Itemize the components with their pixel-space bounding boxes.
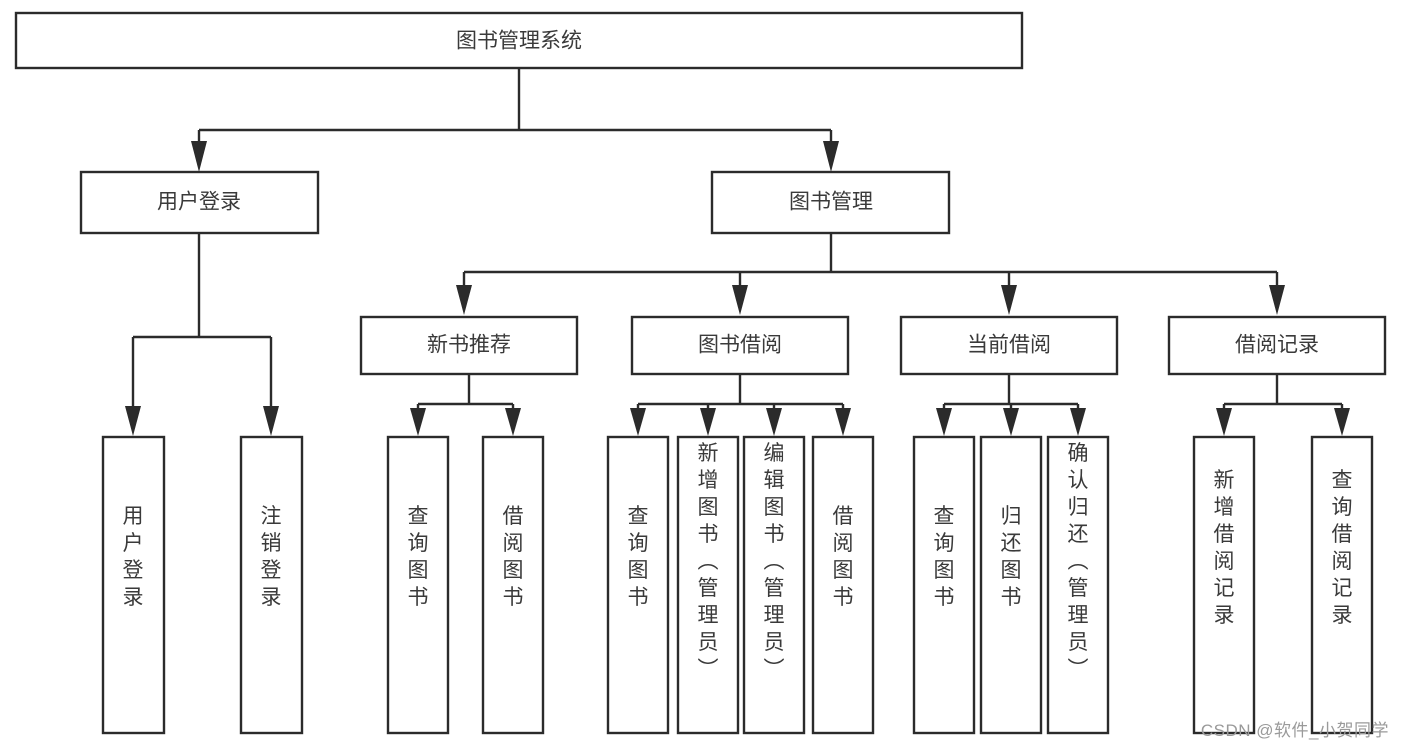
node-new-book-rec-label: 新书推荐: [427, 334, 511, 357]
node-user-login-box[interactable]: [79, 170, 320, 235]
leaf-query-book-a[interactable]: 查询图书: [386, 435, 450, 735]
arrowhead-book-mgmt: [823, 141, 839, 172]
node-book-borrow-box[interactable]: [630, 315, 850, 376]
leaf-borrow-book-a[interactable]: 借阅图书: [481, 435, 545, 735]
leaf-add-book-admin-box[interactable]: [676, 435, 740, 735]
arrowhead-leaf-borrow-book-b: [835, 408, 851, 436]
leaf-confirm-return-admin-box[interactable]: [1046, 435, 1110, 735]
arrowhead-leaf-query-record: [1334, 408, 1350, 436]
arrowhead-leaf-query-book-b: [630, 408, 646, 436]
leaf-user-login-box[interactable]: [101, 435, 166, 735]
arrowhead-leaf-borrow-book-a: [505, 408, 521, 436]
leaf-query-book-b-box[interactable]: [606, 435, 670, 735]
leaf-query-record[interactable]: 查询借阅记录: [1310, 435, 1374, 735]
arrowhead-leaf-add-record: [1216, 408, 1232, 436]
leaf-borrow-book-b[interactable]: 借阅图书: [811, 435, 875, 735]
leaf-edit-book-admin-box[interactable]: [742, 435, 806, 735]
leaf-query-book-c-box[interactable]: [912, 435, 976, 735]
node-borrow-record-label: 借阅记录: [1235, 334, 1319, 357]
arrowhead-new-book-rec: [456, 285, 472, 315]
node-current-borrow-box[interactable]: [899, 315, 1119, 376]
leaf-logout-label: 注销登录: [261, 505, 282, 609]
arrowhead-user-login: [191, 141, 207, 172]
leaf-edit-book-admin[interactable]: 编辑图书︵管理员︶: [742, 435, 806, 735]
leaf-add-record-box[interactable]: [1192, 435, 1256, 735]
leaf-query-book-b-label: 查询图书: [628, 505, 649, 609]
leaf-logout-box[interactable]: [239, 435, 304, 735]
node-user-login-label: 用户登录: [157, 191, 241, 214]
node-current-borrow[interactable]: 当前借阅: [899, 315, 1119, 376]
arrowhead-leaf-user-login: [125, 406, 141, 436]
leaf-borrow-book-b-box[interactable]: [811, 435, 875, 735]
arrowhead-book-borrow: [732, 285, 748, 315]
node-root-label: 图书管理系统: [456, 30, 582, 53]
csdn-watermark: CSDN @软件_小贺同学: [1200, 721, 1389, 740]
arrowhead-leaf-return-book: [1003, 408, 1019, 436]
node-borrow-record[interactable]: 借阅记录: [1167, 315, 1387, 376]
leaf-confirm-return-admin-label: 确认归还︵管理员︶: [1068, 442, 1089, 681]
leaf-logout[interactable]: 注销登录: [239, 435, 304, 735]
node-root-box[interactable]: [14, 11, 1024, 70]
arrowhead-leaf-confirm-return: [1070, 408, 1086, 436]
leaf-add-book-admin[interactable]: 新增图书︵管理员︶: [676, 435, 740, 735]
arrowhead-leaf-query-book-c: [936, 408, 952, 436]
leaf-user-login-label: 用户登录: [123, 505, 144, 609]
arrowhead-borrow-record: [1269, 285, 1285, 315]
leaf-query-book-a-label: 查询图书: [408, 505, 429, 609]
leaf-add-record-label: 新增借阅记录: [1214, 469, 1235, 627]
leaf-add-book-admin-label: 新增图书︵管理员︶: [698, 442, 719, 681]
arrowhead-current-borrow: [1001, 285, 1017, 315]
leaf-query-book-a-box[interactable]: [386, 435, 450, 735]
node-root[interactable]: 图书管理系统: [14, 11, 1024, 70]
arrowhead-leaf-logout: [263, 406, 279, 436]
node-new-book-rec-box[interactable]: [359, 315, 579, 376]
leaf-edit-book-admin-label: 编辑图书︵管理员︶: [764, 442, 785, 681]
node-book-borrow-label: 图书借阅: [698, 334, 782, 357]
node-user-login[interactable]: 用户登录: [79, 170, 320, 235]
leaf-borrow-book-a-box[interactable]: [481, 435, 545, 735]
node-book-mgmt[interactable]: 图书管理: [710, 170, 951, 235]
leaf-borrow-book-a-label: 借阅图书: [503, 505, 524, 609]
leaf-query-book-b[interactable]: 查询图书: [606, 435, 670, 735]
arrowhead-leaf-query-book-a: [410, 408, 426, 436]
node-book-mgmt-label: 图书管理: [789, 191, 873, 214]
connector-layer: [125, 68, 1350, 436]
leaf-user-login[interactable]: 用户登录: [101, 435, 166, 735]
node-borrow-record-box[interactable]: [1167, 315, 1387, 376]
node-new-book-rec[interactable]: 新书推荐: [359, 315, 579, 376]
leaf-confirm-return-admin[interactable]: 确认归还︵管理员︶: [1046, 435, 1110, 735]
arrowhead-leaf-add-book-admin: [700, 408, 716, 436]
leaf-query-record-box[interactable]: [1310, 435, 1374, 735]
leaf-return-book-label: 归还图书: [1001, 505, 1022, 609]
arrowhead-leaf-edit-book-admin: [766, 408, 782, 436]
leaf-borrow-book-b-label: 借阅图书: [833, 505, 854, 609]
leaf-return-book[interactable]: 归还图书: [979, 435, 1043, 735]
leaf-add-record[interactable]: 新增借阅记录: [1192, 435, 1256, 735]
node-book-mgmt-box[interactable]: [710, 170, 951, 235]
leaf-query-book-c-label: 查询图书: [934, 505, 955, 609]
leaf-query-record-label: 查询借阅记录: [1332, 469, 1353, 627]
leaf-return-book-box[interactable]: [979, 435, 1043, 735]
node-book-borrow[interactable]: 图书借阅: [630, 315, 850, 376]
node-current-borrow-label: 当前借阅: [967, 334, 1051, 357]
leaf-query-book-c[interactable]: 查询图书: [912, 435, 976, 735]
